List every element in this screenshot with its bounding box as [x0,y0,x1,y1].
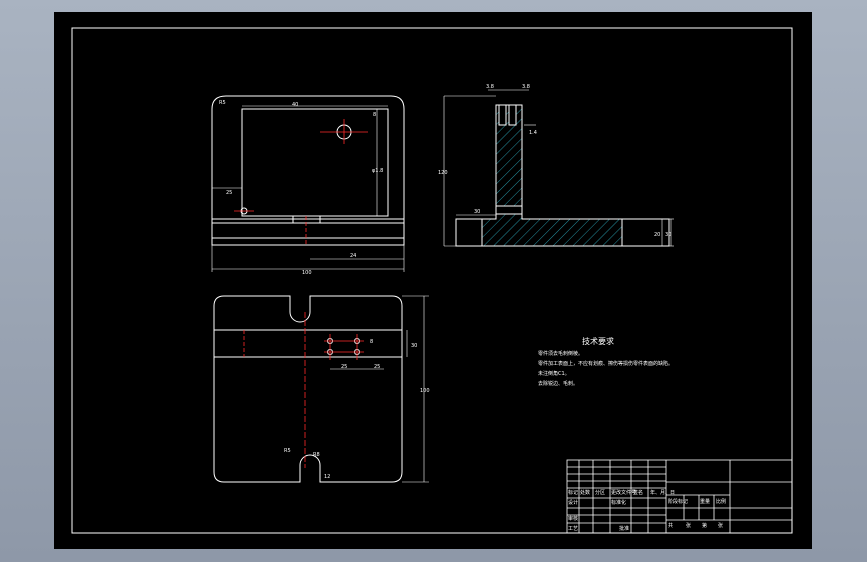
note-line: 零件加工表面上，不应有划痕、擦伤等损伤零件表面的缺陷。 [538,360,673,367]
tb-scale: 比例 [716,498,726,505]
dim-left-small: 25 [226,190,232,196]
side-dim-height: 120 [438,170,448,176]
note-line: 零件须去毛刺倒棱。 [538,350,583,357]
side-dim-top-left: 3.8 [486,84,494,90]
top-view-centerlines [234,119,368,244]
front-dim-slot-left: R5 [284,448,291,454]
side-dim-right-b: 30 [665,232,671,238]
top-view [211,95,405,272]
drawing-canvas: 40 8 φ1.8 25 100 24 R5 3.8 3.8 [54,12,812,549]
tb-design: 设计 [568,499,578,506]
tb-sign: 签名 [633,489,643,496]
dim-height-mid: φ1.8 [372,168,383,174]
tb-approve: 批准 [619,525,629,532]
tb-total: 共 [668,522,673,529]
dim-right-small: 8 [373,112,376,118]
dim-top-width: 40 [292,102,298,108]
front-dim-bottom-a: 25 [341,364,347,370]
technical-notes: 技术要求 零件须去毛刺倒棱。 零件加工表面上，不应有划痕、擦伤等损伤零件表面的缺… [538,336,673,387]
tb-of: 张 [718,522,723,529]
tb-weight: 重量 [700,498,710,505]
front-view-outline [213,295,403,483]
tb-zone: 分区 [595,489,605,496]
tb-count: 处数 [580,489,590,496]
side-dim-right-a: 20 [654,232,660,238]
title-block [566,459,793,534]
cad-drawing: 40 8 φ1.8 25 100 24 R5 3.8 3.8 [71,27,793,534]
drawing-border [71,27,793,534]
side-slot-top [498,104,507,126]
dim-corner: R5 [219,100,226,106]
front-dim-right-a: 8 [370,339,373,345]
side-slot-top [508,104,517,126]
dim-total-width: 100 [302,270,312,276]
side-dim-top-right: 3.8 [522,84,530,90]
side-view [443,89,674,247]
side-view-section [481,104,623,247]
front-dim-right-b: 30 [411,343,417,349]
front-dim-height: 100 [420,388,430,394]
side-dim-mid-right: 1.4 [529,130,537,136]
side-dim-bottom-left: 30 [474,209,480,215]
front-dim-bottom-small: 12 [324,474,330,480]
side-slot-bottom [495,205,523,215]
note-line: 去除锐边、毛刺。 [538,380,578,387]
top-view-pocket [241,108,389,217]
dim-bottom: 24 [350,253,356,259]
side-right-block [621,218,670,247]
front-dim-bottom-b: 25 [374,364,380,370]
top-view-slot [292,216,321,223]
tb-mark: 标记 [568,489,578,496]
tb-change-doc: 更改文件号 [611,489,636,496]
tb-stage-mark: 阶段标记 [668,498,688,505]
note-line: 未注倒角C1。 [538,370,570,377]
tb-process: 工艺 [568,526,578,532]
tb-date: 年、月、日 [650,489,675,496]
notes-title: 技术要求 [582,336,614,346]
tb-review: 审核 [568,515,578,522]
title-block-frame [566,459,793,534]
tb-page: 第 [702,522,707,529]
front-centerlines [243,312,364,468]
front-dim-slot-right: R8 [313,452,320,458]
side-left-block [455,218,483,247]
tb-sheet: 张 [686,522,691,529]
front-view [213,295,429,483]
tb-standard: 标准化 [611,499,626,506]
